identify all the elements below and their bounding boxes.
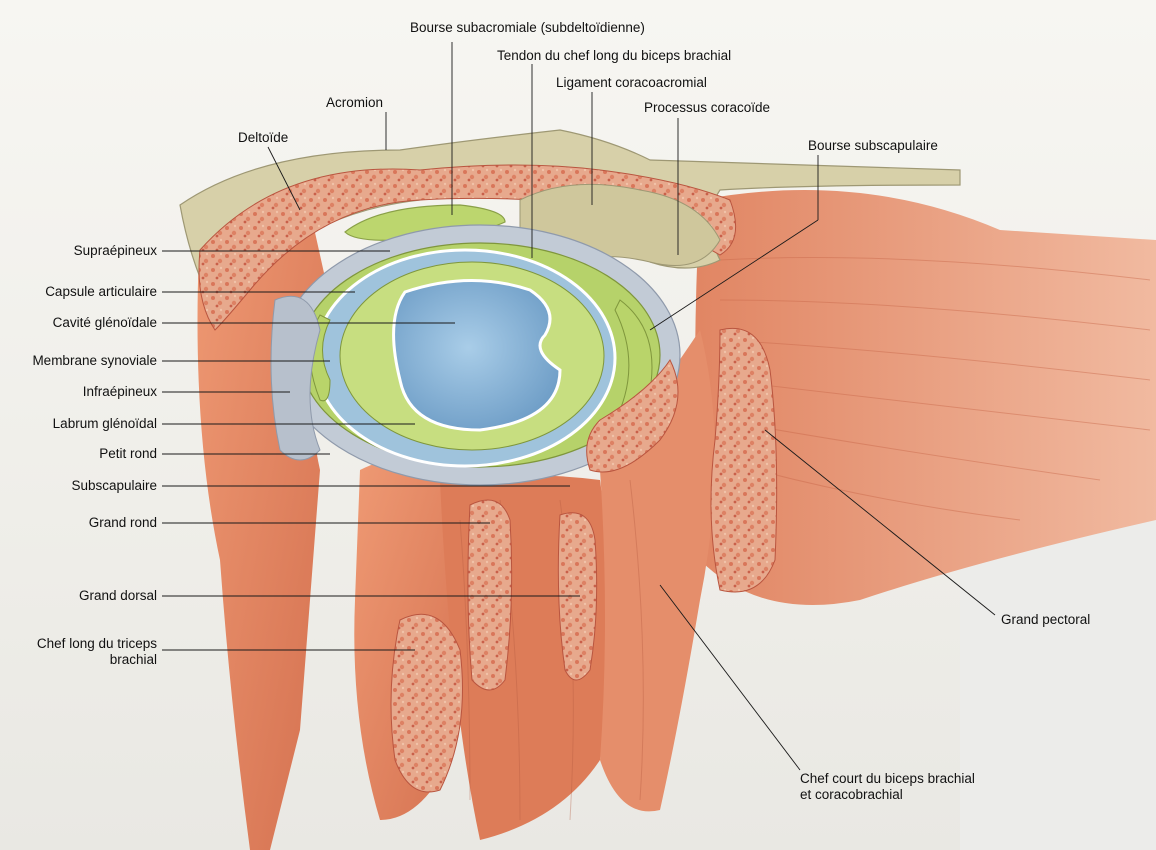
label-ligament-coracoacromial: Ligament coracoacromial: [556, 75, 707, 90]
label-chef-court-biceps-line2: et coracobrachial: [800, 787, 903, 802]
infraspinatus-section: [270, 295, 321, 461]
label-chef-long-triceps-line1: Chef long du triceps: [36, 636, 157, 651]
label-subscapulaire: Subscapulaire: [71, 478, 157, 493]
label-chef-court-biceps: Chef court du biceps brachial et coracob…: [800, 771, 975, 803]
label-chef-long-triceps: Chef long du triceps brachial: [37, 636, 157, 668]
pectoral-section: [710, 327, 778, 593]
teres-major-section: [467, 499, 513, 691]
grand-pectoral-muscle: [695, 190, 1156, 605]
label-tendon-biceps: Tendon du chef long du biceps brachial: [497, 48, 732, 63]
label-cavite-glenoidale: Cavité glénoïdale: [52, 315, 157, 330]
label-bourse-subscapulaire: Bourse subscapulaire: [808, 138, 938, 153]
label-labrum-glenoidal: Labrum glénoïdal: [52, 416, 157, 431]
label-deltoide: Deltoïde: [238, 130, 289, 145]
triceps-section: [390, 613, 463, 793]
label-acromion: Acromion: [326, 95, 384, 110]
label-processus-coracoide: Processus coracoïde: [644, 100, 771, 115]
label-chef-long-triceps-line2: brachial: [109, 652, 157, 667]
label-grand-pectoral: Grand pectoral: [1001, 612, 1091, 627]
subscapularis-section: [586, 359, 679, 473]
label-supraepineux: Supraépineux: [73, 243, 157, 258]
label-petit-rond: Petit rond: [99, 446, 157, 461]
label-chef-court-biceps-line1: Chef court du biceps brachial: [800, 771, 975, 786]
label-bourse-subacromiale: Bourse subacromiale (subdeltoïdienne): [410, 20, 645, 35]
label-membrane-synoviale: Membrane synoviale: [32, 353, 157, 368]
glenoid-cavity: [392, 279, 562, 432]
leader-lines: [162, 42, 996, 771]
label-capsule-articulaire: Capsule articulaire: [45, 284, 157, 299]
label-grand-dorsal: Grand dorsal: [78, 588, 157, 603]
label-grand-rond: Grand rond: [88, 515, 157, 530]
label-infraepineux: Infraépineux: [82, 384, 157, 399]
